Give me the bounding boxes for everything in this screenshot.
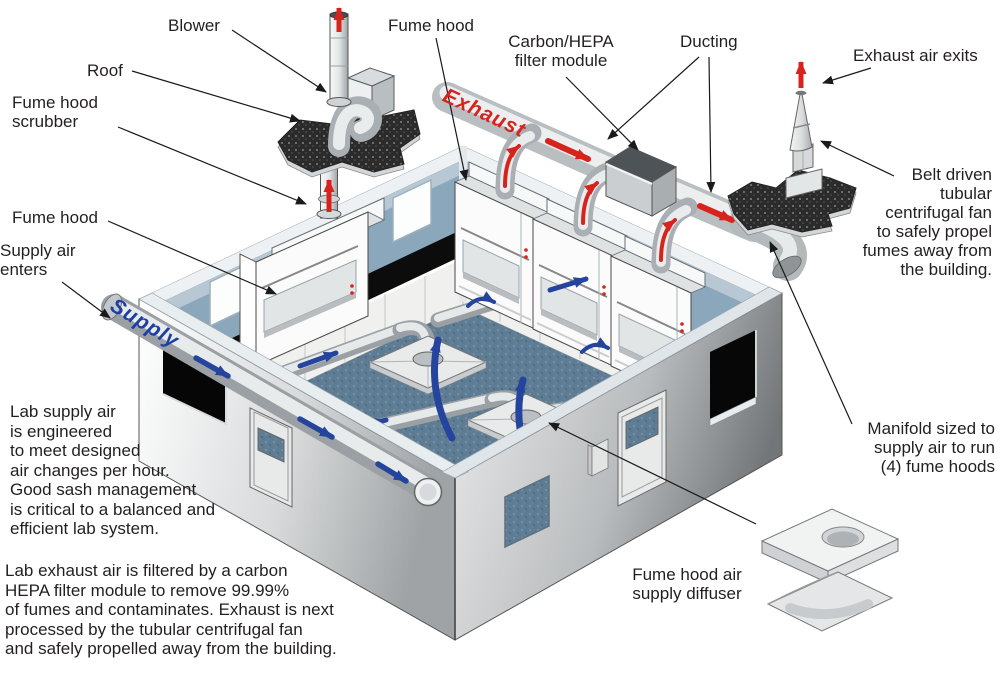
- supply-duct: [101, 293, 443, 507]
- riser-exhaust-arrows: [503, 144, 677, 262]
- building-front-right-wall: [454, 292, 783, 641]
- label-fume-hood-scrubber: Fume hood scrubber: [12, 93, 98, 131]
- wall-window: [392, 178, 432, 244]
- label-manifold: Manifold sized to supply air to run (4) …: [867, 419, 995, 476]
- roof-blower-assembly: [277, 7, 421, 178]
- label-fume-hood-top: Fume hood: [388, 16, 474, 35]
- centrifugal-fan: [785, 90, 823, 199]
- door-left: [249, 407, 293, 508]
- wall-window-speckled: [504, 474, 550, 549]
- exploded-diffuser: [760, 508, 900, 632]
- roof-curb-patch: [727, 169, 857, 233]
- fume-hood-left-unit: [239, 197, 385, 367]
- filter-module: [604, 146, 678, 217]
- note-supply-air: Lab supply air is engineered to meet des…: [10, 402, 216, 538]
- door-right: [617, 389, 667, 507]
- label-belt-driven-fan: Belt driven tubular centrifugal fan to s…: [862, 165, 992, 279]
- label-fume-hood-air-supply-diffuser: Fume hood air supply diffuser: [632, 565, 742, 603]
- front-wall-top-rims: [138, 286, 783, 479]
- exhaust-duct-arrows: [545, 138, 735, 223]
- label-blower: Blower: [168, 16, 220, 35]
- note-exhaust-air: Lab exhaust air is filtered by a carbon …: [5, 561, 337, 658]
- label-ducting: Ducting: [680, 32, 738, 51]
- supply-duct-arrows: [193, 355, 409, 484]
- label-roof: Roof: [87, 61, 123, 80]
- label-exhaust-air-exits: Exhaust air exits: [853, 46, 978, 65]
- roof-fan-assembly: [727, 61, 857, 238]
- fume-hood-scrubber-duct: [316, 165, 342, 219]
- wall-opening-right: [709, 330, 757, 427]
- label-supply-air-enters: Supply air enters: [0, 241, 76, 279]
- label-fume-hood-left: Fume hood: [12, 208, 98, 227]
- leader-lines: [61, 29, 895, 525]
- label-carbon-hepa-filter: Carbon/HEPA filter module: [508, 32, 614, 70]
- wall-panel-box: [587, 438, 609, 477]
